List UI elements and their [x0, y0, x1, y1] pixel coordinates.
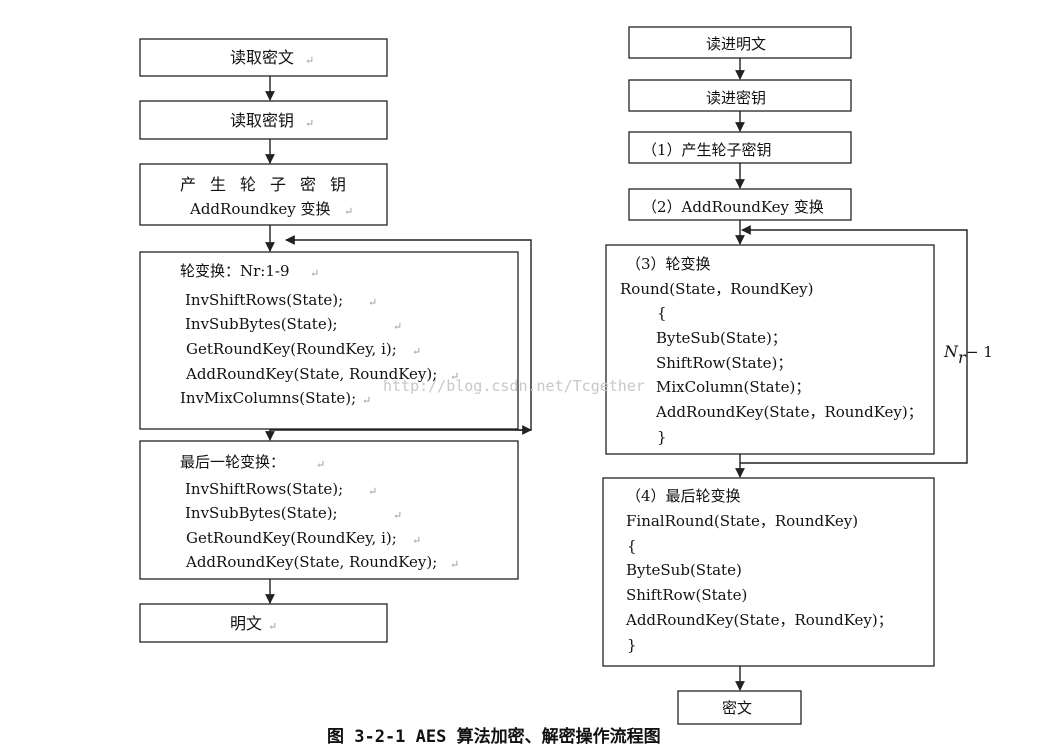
paragraph-mark: ↵	[316, 458, 325, 471]
step1-round-keys-node: （1）产生轮子密钥	[628, 131, 852, 164]
inverse-round-step: GetRoundKey(RoundKey, i);	[186, 340, 397, 358]
round-transform-title: （3）轮变换	[626, 255, 711, 273]
loop-count-rest: − 1	[966, 343, 993, 361]
round-function-call: Round(State，RoundKey)	[620, 280, 814, 298]
round-loop-arrow	[739, 225, 968, 464]
generate-round-keys-title: 产生轮子密钥	[180, 175, 360, 194]
read-key-node: 读取密钥 ↵	[139, 100, 388, 140]
watermark-url: http://blog.csdn.net/Tcgether	[383, 377, 645, 395]
inverse-round-title: 轮变换：Nr:1-9	[180, 262, 290, 280]
final-close-brace: }	[627, 636, 637, 654]
decryption-flow: 读取密文 ↵ 读取密钥 ↵ 产生轮子密钥 AddRoundkey 变换 ↵ 轮变…	[139, 38, 532, 643]
inverse-round-step: InvSubBytes(State);	[185, 315, 338, 333]
read-key-enc-node: 读进密钥	[628, 79, 852, 112]
final-round-enc-title: （4）最后轮变换	[626, 487, 741, 505]
loop-count-subscript: r	[958, 348, 967, 367]
round-step: AddRoundKey(State，RoundKey)；	[655, 403, 923, 421]
final-round-step: InvShiftRows(State);	[185, 480, 343, 498]
paragraph-mark: ↵	[362, 394, 371, 407]
encryption-flow: 读进明文 读进密钥 （1）产生轮子密钥 （2）AddRoundKey 变换 （3…	[602, 26, 993, 725]
plaintext-output-label: 明文	[230, 614, 262, 633]
plaintext-output-node: 明文 ↵	[139, 603, 388, 643]
final-round-title: 最后一轮变换：	[180, 453, 285, 471]
inverse-round-step: InvMixColumns(State);	[180, 389, 356, 407]
round-open-brace: {	[657, 304, 667, 322]
paragraph-mark: ↵	[412, 345, 421, 358]
paragraph-mark: ↵	[305, 117, 314, 130]
step2-label: （2）AddRoundKey 变换	[642, 198, 824, 216]
paragraph-mark: ↵	[368, 296, 377, 309]
final-round-node: 最后一轮变换： ↵ InvShiftRows(State); ↵ InvSubB…	[139, 440, 519, 580]
paragraph-mark: ↵	[305, 54, 314, 67]
step1-label: （1）产生轮子密钥	[642, 141, 772, 159]
read-key-label: 读取密钥	[230, 111, 294, 130]
inverse-round-step: InvShiftRows(State);	[185, 291, 343, 309]
round-transform-node: （3）轮变换 Round(State，RoundKey) { ByteSub(S…	[605, 244, 935, 455]
final-enc-step: ByteSub(State)	[626, 561, 742, 579]
addroundkey-transform-label: AddRoundkey 变换	[189, 200, 331, 218]
paragraph-mark: ↵	[368, 485, 377, 498]
read-ciphertext-label: 读取密文	[230, 48, 294, 67]
final-round-step: GetRoundKey(RoundKey, i);	[186, 529, 397, 547]
paragraph-mark: ↵	[310, 267, 319, 280]
read-plaintext-node: 读进明文	[628, 26, 852, 59]
read-key-enc-label: 读进密钥	[706, 89, 766, 107]
ciphertext-output-node: 密文	[677, 690, 802, 725]
final-round-enc-node: （4）最后轮变换 FinalRound(State，RoundKey) { By…	[602, 477, 935, 667]
round-step: MixColumn(State)；	[656, 378, 810, 396]
read-ciphertext-node: 读取密文 ↵	[139, 38, 388, 77]
paragraph-mark: ↵	[450, 558, 459, 571]
final-enc-step: ShiftRow(State)	[626, 586, 747, 604]
final-round-step: InvSubBytes(State);	[185, 504, 338, 522]
round-step: ByteSub(State)；	[656, 329, 787, 347]
paragraph-mark: ↵	[450, 370, 459, 383]
paragraph-mark: ↵	[268, 620, 277, 633]
round-step: ShiftRow(State)；	[656, 354, 792, 372]
final-enc-step: AddRoundKey(State，RoundKey)；	[625, 611, 893, 629]
inverse-round-step: AddRoundKey(State, RoundKey);	[185, 365, 437, 383]
paragraph-mark: ↵	[393, 320, 402, 333]
paragraph-mark: ↵	[412, 534, 421, 547]
step2-addroundkey-node: （2）AddRoundKey 变换	[628, 188, 852, 221]
loop-count-label: N	[943, 342, 959, 361]
final-open-brace: {	[627, 537, 637, 555]
figure-caption: 图 3-2-1 AES 算法加密、解密操作流程图	[327, 726, 661, 747]
inverse-round-node: 轮变换：Nr:1-9 ↵ InvShiftRows(State); ↵ InvS…	[139, 251, 519, 430]
generate-round-keys-node: 产生轮子密钥 AddRoundkey 变换 ↵	[139, 163, 388, 226]
final-round-step: AddRoundKey(State, RoundKey);	[185, 553, 437, 571]
paragraph-mark: ↵	[393, 509, 402, 522]
round-close-brace: }	[657, 428, 667, 446]
ciphertext-output-label: 密文	[722, 699, 752, 717]
paragraph-mark: ↵	[344, 205, 353, 218]
final-function-call: FinalRound(State，RoundKey)	[626, 512, 858, 530]
read-plaintext-label: 读进明文	[706, 35, 766, 53]
